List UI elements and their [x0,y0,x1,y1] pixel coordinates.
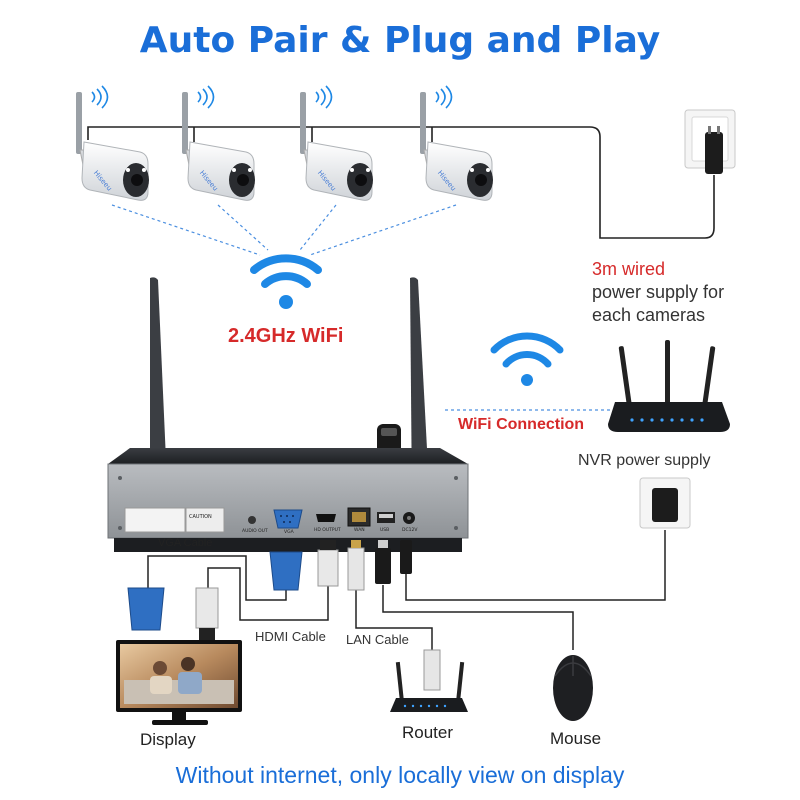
lan-cable-label: LAN Cable [346,632,409,647]
wifi-band-label: 2.4GHz WiFi [228,325,344,347]
hdmi-connector-icon [195,540,339,640]
caution-sticker-text: CAUTION [189,514,212,520]
page-title: Auto Pair & Plug and Play [139,20,661,61]
power-note-line2: power supply for [592,282,725,302]
camera-icon: Hiseeu [182,85,255,201]
port-label-usb: USB [380,527,389,533]
power-note-line1: 3m wired [592,259,666,279]
camera-icon: Hiseeu [300,85,373,201]
power-note-line3: each cameras [592,305,706,325]
display-monitor-icon [116,640,242,725]
mouse-icon [553,655,593,721]
vga-connector-icon [127,551,303,631]
usb-connector-icon [375,540,391,584]
camera-wifi-links [111,204,457,256]
router-label: Router [402,723,454,742]
nvr-power-label: NVR power supply [578,452,711,469]
port-label-audio: AUDIO OUT [242,528,268,534]
lan-connector-icon [347,540,441,691]
router-icon [390,661,468,712]
port-label-vga: VGA [284,529,295,535]
mouse-label: Mouse [550,729,602,748]
port-label-wan: WAN [354,527,365,533]
vga-cable-label: VGA Cable [158,537,213,549]
camera-icon: Hiseeu [76,85,149,201]
port-label-hdmi: HD OUTPUT [314,527,341,533]
wifi-icon [490,332,564,386]
dc-plug-icon [400,540,412,574]
hdmi-cable-label: HDMI Cable [255,629,326,644]
wifi-connection-label: WiFi Connection [458,416,585,433]
footer-caption: Without internet, only locally view on d… [175,762,625,788]
port-label-dc: DC12V [402,527,418,533]
camera-power-wire [87,126,715,239]
display-label: Display [140,730,196,749]
wifi-router-icon [608,340,730,432]
camera-icon: Hiseeu [420,85,493,201]
nvr-cables [147,530,666,650]
wifi-icon [250,254,322,309]
power-adapter-icon [639,477,691,529]
nvr-recorder: CAUTION AUDIO OUT VGA HD OUTPUT WAN USB [107,448,469,552]
wall-socket-icon [684,109,736,174]
camera-power-note: 3m wired power supply for each cameras [592,258,724,327]
